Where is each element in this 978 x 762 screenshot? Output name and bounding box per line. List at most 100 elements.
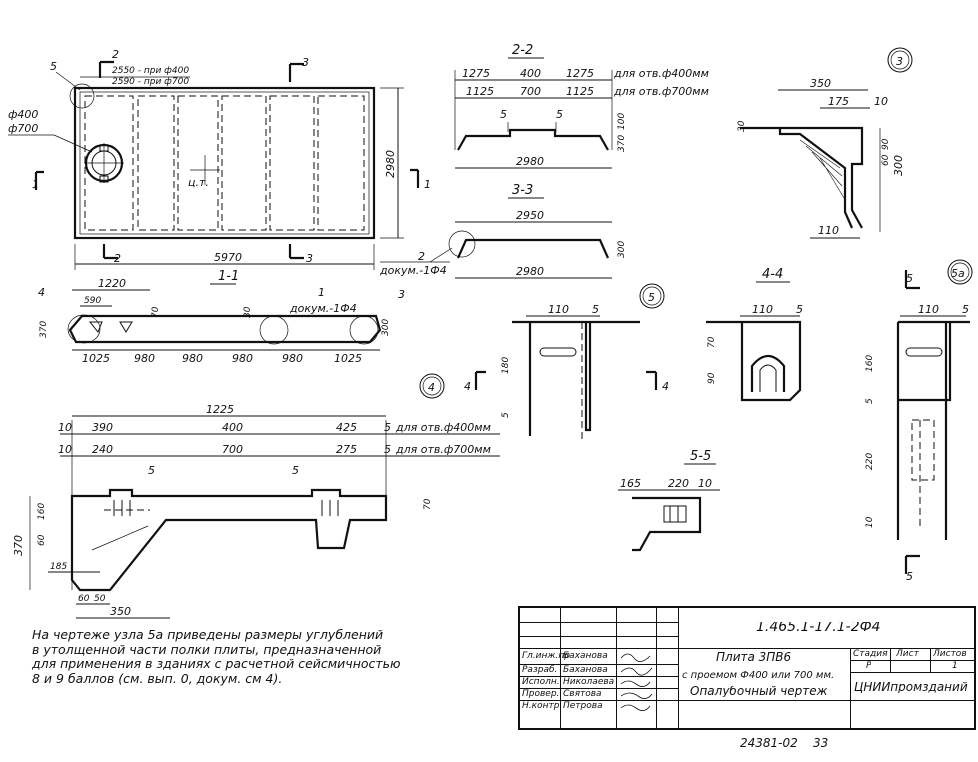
stamp-role-1: Гл.инж.пр	[522, 651, 570, 661]
node5-d110: 110	[548, 303, 569, 316]
stamp-code: 1.465.1-17.1-2Ф4	[756, 622, 881, 633]
title-block: 1.465.1-17.1-2Ф4 Гл.инж.пр Разраб. Испол…	[518, 606, 976, 730]
plan-view: ц.т. 2 3 5 2550 - при ф400 2590 - при ф7…	[8, 48, 431, 270]
s11-mark3: 3	[398, 288, 405, 301]
node-4: 4 1225 10 390 400 425 5 для отв.ф400мм 1…	[12, 373, 500, 619]
stamp-under-a: 24381-02	[740, 736, 798, 750]
s44-d5: 5	[796, 303, 803, 316]
s33-top: 2950	[516, 209, 544, 222]
stamp-under-b: 33	[813, 736, 829, 750]
plan-length: 5970	[214, 251, 242, 264]
n4-d160: 160	[37, 503, 47, 520]
n4-r2-a: 10	[58, 443, 72, 456]
section-2-2-title: 2-2	[512, 43, 533, 58]
node-5a: 5а 5 110 5 160 5 220 10 5	[865, 259, 973, 583]
s55-d10: 10	[698, 477, 712, 490]
node4-d1225: 1225	[206, 403, 234, 416]
node5a-d220: 220	[865, 453, 875, 470]
section-3-3: 3-3 2950 300 2980 2 докум.-1Ф4	[379, 183, 627, 279]
n4-d350: 350	[110, 605, 131, 618]
s22-row1-a: 1275	[462, 67, 490, 80]
stamp-h-stage: Стадия	[853, 649, 888, 659]
plan-node5-mark: 5	[50, 60, 57, 73]
node-3: 3 350 175 10 30 90 60 300 110	[737, 47, 913, 239]
stamp-doc: Опалубочный чертеж	[690, 686, 828, 697]
node5-mark: 5	[648, 291, 655, 304]
stamp-signatures	[620, 653, 653, 711]
n4-r2-b: 240	[92, 443, 113, 456]
node-5: 5 110 5 180 5 4 4	[464, 283, 669, 440]
stamp-name-5: Петрова	[563, 701, 603, 711]
plan-hole-400: ф400	[8, 108, 38, 121]
n4-r2-d: 275	[336, 443, 357, 456]
n4-d70: 70	[423, 498, 433, 510]
n4-r2-e: 5	[384, 443, 391, 456]
n4-r1-d: 425	[336, 421, 357, 434]
n4-mark5a: 5	[148, 464, 155, 477]
node5a-sec-top: 5	[906, 272, 913, 285]
note-line-1: На чертеже узла 5а приведены размеры угл…	[32, 627, 384, 642]
s11-span-5: 980	[282, 352, 303, 365]
s11-d30: 30	[243, 306, 253, 318]
stamp-name-3: Николаева	[563, 677, 615, 687]
node5a-mark: 5а	[951, 267, 965, 280]
s11-ref-doc: докум.-1Ф4	[289, 302, 357, 315]
n4-d60b: 60	[78, 594, 90, 604]
s22-mark5b: 5	[556, 108, 563, 121]
node5a-sec-bottom: 5	[906, 570, 913, 583]
note-line-2: в утолщенной части полки плиты, предназн…	[32, 641, 382, 657]
drawing-note: На чертеже узла 5а приведены размеры угл…	[32, 627, 512, 686]
n4-r2-note: для отв.ф700мм	[395, 443, 491, 456]
node5a-d5: 5	[962, 303, 969, 316]
plan-cg-label: ц.т.	[188, 176, 209, 189]
n4-r1-e: 5	[384, 421, 391, 434]
stamp-name-4: Святова	[563, 689, 602, 699]
s22-row2-note: для отв.ф700мм	[613, 85, 709, 98]
node3-d90: 90	[881, 138, 891, 150]
stamp-under: 24381-02 33	[740, 736, 828, 750]
plan-bottom-mark-2: 2	[114, 252, 121, 265]
stamp-org: ЦНИИпромзданий	[854, 682, 968, 693]
n4-d185: 185	[50, 562, 67, 572]
s22-h100: 100	[617, 113, 627, 130]
node3-d300: 300	[892, 155, 905, 176]
stamp-name-2: Баханова	[563, 665, 608, 675]
s22-row1-b: 400	[520, 67, 541, 80]
node4-mark: 4	[428, 381, 435, 394]
node3-d10: 10	[874, 95, 888, 108]
n4-d50: 50	[94, 594, 106, 604]
note-line-3: для применения в зданиях с расчетной сей…	[32, 656, 401, 671]
s11-mark4: 4	[38, 286, 45, 299]
section-2-2: 2-2 1275 400 1275 для отв.ф400мм 1125 70…	[454, 43, 709, 169]
s22-row1-note: для отв.ф400мм	[613, 67, 709, 80]
s11-span-1: 1025	[82, 352, 110, 365]
s33-ref-doc: докум.-1Ф4	[379, 264, 447, 277]
node3-mark: 3	[896, 55, 903, 68]
stamp-h-sheets: Листов	[933, 649, 967, 659]
stamp-role-4: Провер.	[522, 689, 560, 699]
n4-r1-b: 390	[92, 421, 113, 434]
s44-d70: 70	[707, 336, 717, 348]
s55-d220: 220	[668, 477, 689, 490]
section-5-5-title: 5-5	[690, 449, 711, 464]
s11-d590: 590	[84, 296, 101, 306]
s11-span-6: 1025	[334, 352, 362, 365]
n4-r2-c: 700	[222, 443, 243, 456]
stamp-role-5: Н.контр.	[522, 701, 563, 711]
n4-d60: 60	[37, 534, 47, 546]
stamp-role-3: Исполн.	[522, 677, 560, 687]
s11-mark1: 1	[318, 286, 325, 299]
s22-row2-c: 1125	[566, 85, 594, 98]
section-1-1-title: 1-1	[218, 269, 239, 284]
node5a-d5b: 5	[865, 398, 875, 404]
plan-note-700: 2590 - при ф700	[112, 77, 189, 87]
plan-hole-700: ф700	[8, 122, 38, 135]
node3-d350: 350	[810, 77, 831, 90]
stamp-product-sub: с проемом Ф400 или 700 мм.	[682, 670, 835, 681]
s22-row1-c: 1275	[566, 67, 594, 80]
section-5-5: 5-5 165 220 10	[618, 449, 720, 552]
plan-section3-mark: 3	[302, 56, 309, 69]
s11-d370: 370	[39, 321, 49, 338]
s11-d1220: 1220	[98, 277, 126, 290]
s33-ref-mark: 2	[418, 250, 425, 263]
